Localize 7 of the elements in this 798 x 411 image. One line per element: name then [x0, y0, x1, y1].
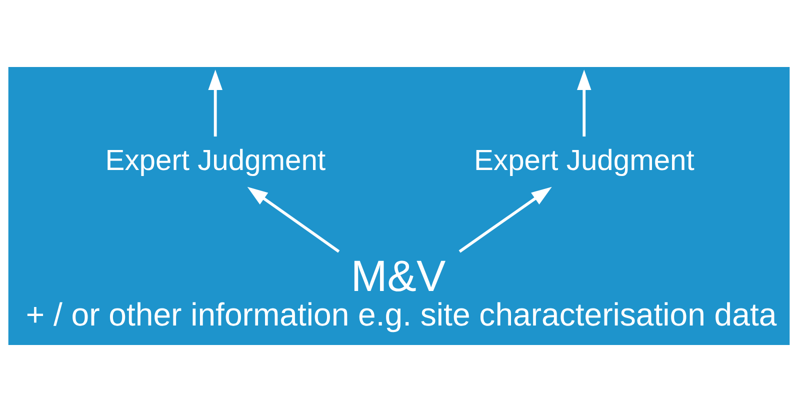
arrow [208, 69, 222, 136]
arrow [576, 69, 592, 136]
arrow [247, 186, 340, 252]
arrow [458, 186, 552, 252]
node-text: M&V + / or other information e.g. site characterisation data [26, 252, 777, 332]
node-text: Expert Judgment [474, 144, 694, 177]
node-text: Expert Judgment [105, 144, 326, 177]
